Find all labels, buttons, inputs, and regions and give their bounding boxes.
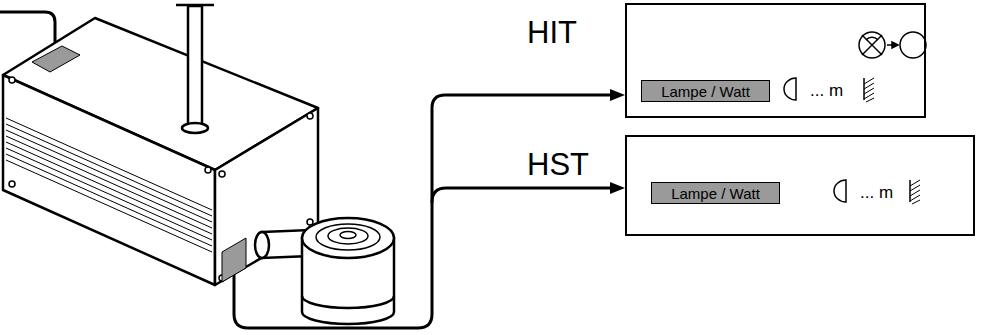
lamp-field: Lampe / Watt	[641, 80, 770, 102]
lamp-head	[302, 218, 394, 324]
lamp-field: Lampe / Watt	[651, 182, 780, 204]
distance-text: ... m	[810, 80, 843, 102]
type-plate	[222, 238, 246, 282]
panel-symbols	[784, 32, 926, 204]
wire-label: HIT	[527, 16, 577, 50]
wires	[0, 12, 612, 328]
mounting-pole	[176, 5, 214, 133]
lamp-field-text: Lampe / Watt	[671, 185, 760, 202]
device-housing	[3, 18, 318, 285]
lamp-field-text: Lampe / Watt	[661, 83, 750, 100]
distance-text: ... m	[860, 182, 893, 204]
settings-panel: ... m Lampe / Watt	[625, 135, 975, 236]
wire-label: HST	[527, 148, 589, 182]
screws	[9, 77, 313, 281]
signal-wire-branch	[432, 188, 612, 202]
settings-panel: ... m Lampe / Watt	[625, 3, 926, 118]
arrowhead	[610, 182, 625, 194]
arrowhead	[610, 89, 625, 101]
housing-ridges	[6, 118, 212, 252]
type-plate	[32, 46, 80, 72]
